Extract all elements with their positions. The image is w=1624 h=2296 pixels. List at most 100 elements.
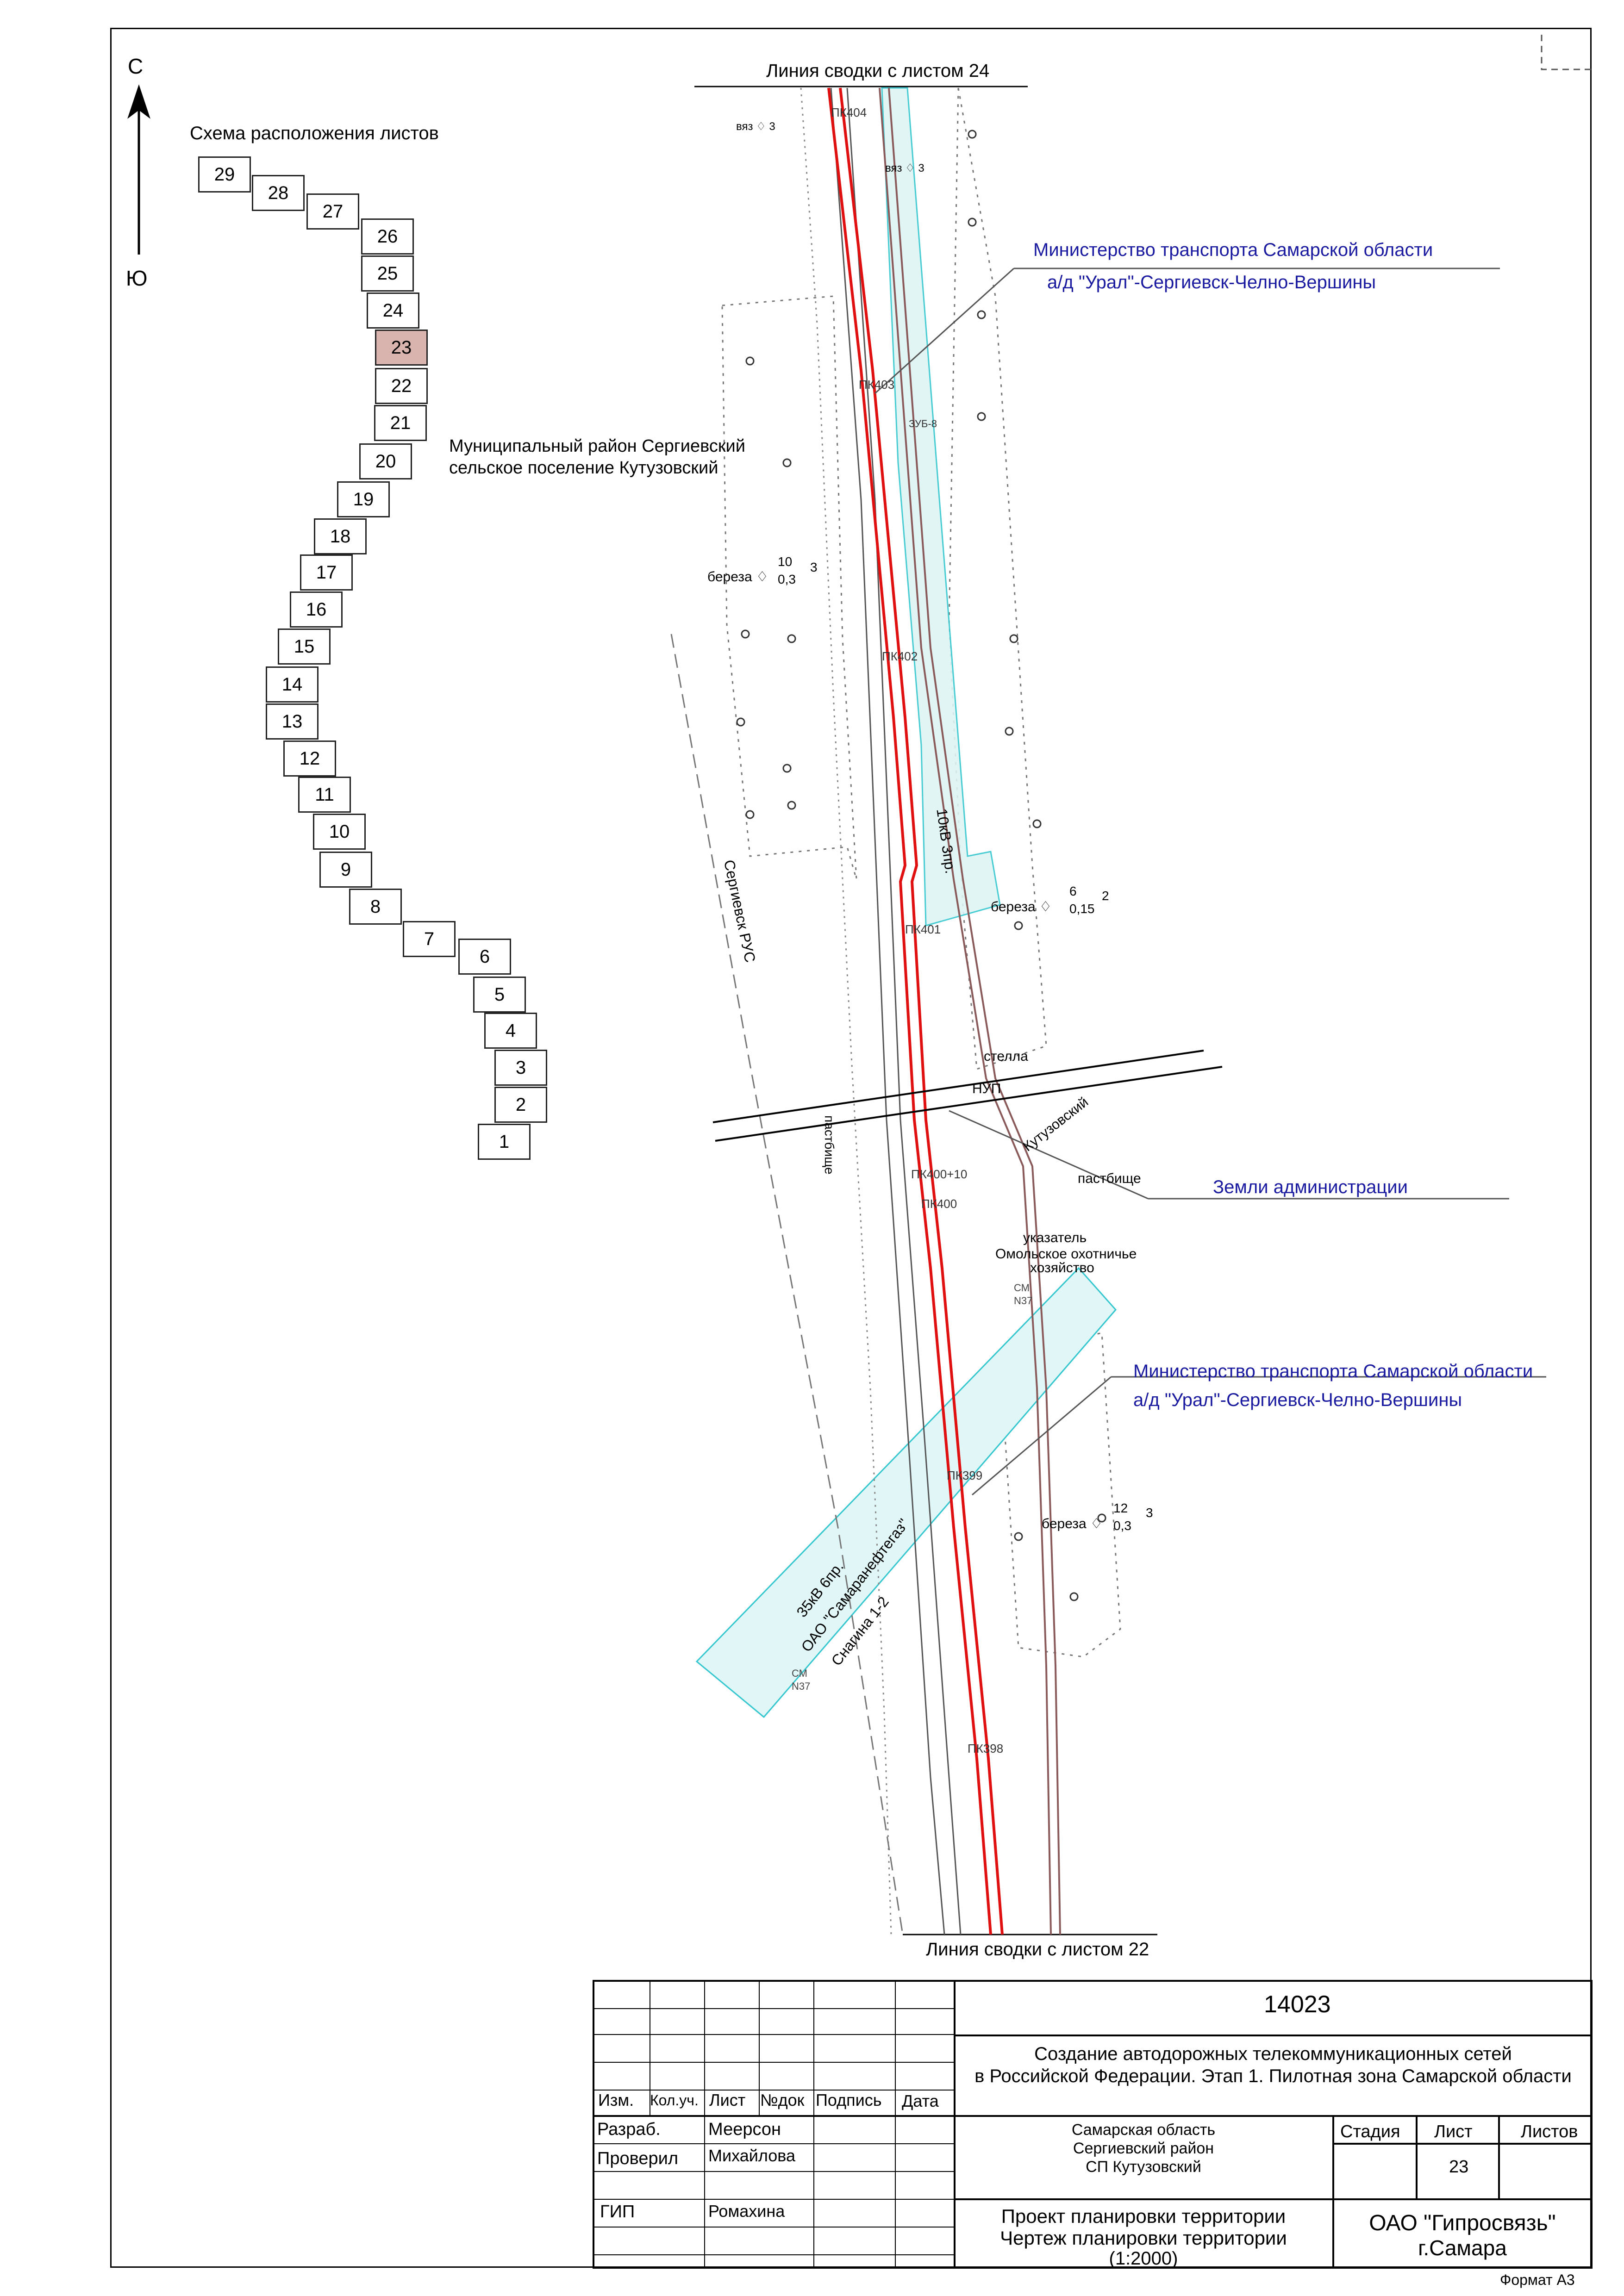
sheet-box-23: 23: [375, 330, 428, 366]
sheet-box-21: 21: [374, 405, 427, 441]
sm1-label-b: N37: [1014, 1295, 1033, 1307]
sheet-box-2: 2: [494, 1087, 547, 1123]
tb-location-line3: СП Кутузовский: [1086, 2158, 1201, 2176]
pk398-label: ПК398: [968, 1742, 1004, 1755]
tb-header-data: Дата: [902, 2091, 939, 2110]
admin-land-label: Земли администрации: [1213, 1177, 1408, 1197]
sheet-box-22: 22: [375, 368, 428, 404]
pk399-label: ПК399: [947, 1468, 983, 1482]
sheet-box-19: 19: [337, 481, 390, 517]
tree-bereza2-b: 0,15: [1069, 902, 1095, 916]
tb-project-line2: в Российской Федерации. Этап 1. Пилотная…: [974, 2066, 1572, 2086]
sheet-box-27: 27: [306, 193, 359, 230]
sm2-label-a: СМ: [792, 1668, 807, 1679]
owner-label-2a: Министерство транспорта Самарской област…: [1133, 1361, 1533, 1381]
existing-line: [879, 87, 1061, 1935]
sheet-box-8: 8: [349, 889, 402, 925]
compass-south-label: Ю: [126, 266, 148, 290]
sm2-label-b: N37: [792, 1680, 811, 1692]
tb-org-line1: ОАО "Гипросвязь": [1369, 2211, 1556, 2235]
tree-bereza3-c: 3: [1146, 1506, 1153, 1520]
tb-code: 14023: [1264, 1991, 1331, 2018]
tree-bereza1-a: 10: [778, 554, 793, 569]
municipal-label-2: сельское поселение Кутузовский: [449, 458, 718, 478]
sheet-box-5: 5: [473, 977, 526, 1013]
hunt-label-2: хозяйство: [1030, 1260, 1094, 1276]
stella-label: стелла: [984, 1049, 1028, 1064]
sheet-box-9: 9: [319, 852, 372, 888]
owner-label-1a: Министерство транспорта Самарской област…: [1033, 240, 1433, 260]
tree-bereza3-a: 12: [1113, 1501, 1128, 1515]
sheet-box-29: 29: [198, 156, 251, 193]
sheet-box-24: 24: [367, 292, 419, 329]
tb-doc-line3: (1:2000): [1109, 2248, 1178, 2269]
tb-razrab-label: Разраб.: [597, 2120, 661, 2139]
owner-label-1b: а/д "Урал"-Сергиевск-Челно-Вершины: [1047, 272, 1376, 292]
municipal-label-1: Муниципальный район Сергиевский: [449, 436, 745, 456]
tb-project-line1: Создание автодорожных телекоммуникационн…: [1034, 2044, 1512, 2064]
tree-vyaz2-label: вяз ♢ 3: [885, 162, 924, 174]
sheet-box-11: 11: [298, 777, 351, 813]
cross-road: [712, 1050, 1223, 1142]
tree-bereza1-c: 3: [810, 560, 818, 574]
tree-bereza2-label: береза ♢: [991, 899, 1052, 915]
tb-proveril-name: Михайлова: [708, 2146, 795, 2165]
tree-bereza1-label: береза ♢: [707, 569, 768, 585]
tb-header-list: Лист: [709, 2091, 746, 2109]
highway-edges: [800, 87, 962, 1935]
road-owner-zone-1: [881, 87, 1001, 927]
match-line-top-label: Линия сводки с листом 24: [766, 61, 990, 81]
sm1-label-a: СМ: [1014, 1282, 1030, 1294]
sheet-box-18: 18: [314, 518, 367, 554]
pk400-10-label: ПК400+10: [911, 1167, 968, 1181]
tree-bereza2-a: 6: [1069, 884, 1077, 898]
compass-north-label: С: [128, 54, 144, 78]
sheet-box-15: 15: [278, 628, 331, 665]
tb-gip-name: Ромахина: [708, 2202, 785, 2221]
north-arrow-icon: [127, 84, 150, 255]
power-line-zone: [695, 1267, 1117, 1718]
tree-bereza3-label: береза ♢: [1042, 1516, 1103, 1531]
tb-doc-line2: Чертеж планировки территории: [1000, 2227, 1287, 2249]
ukazatel-label: указатель: [1023, 1230, 1087, 1245]
tb-header-izm: Изм.: [598, 2091, 634, 2109]
owner-label-2b: а/д "Урал"-Сергиевск-Челно-Вершины: [1133, 1390, 1462, 1410]
tb-doc-line1: Проект планировки территории: [1001, 2205, 1286, 2227]
leader-lines: [874, 268, 1546, 1496]
sheet-box-16: 16: [290, 591, 343, 628]
scheme-title: Схема расположения листов: [190, 123, 439, 143]
tb-header-ndok: №док: [760, 2091, 805, 2109]
tb-org-line2: г.Самара: [1418, 2236, 1507, 2260]
sheet-box-28: 28: [252, 175, 305, 211]
tree-bereza1-b: 0,3: [778, 572, 796, 586]
sheet-box-1: 1: [478, 1124, 531, 1160]
tb-proveril-label: Проверил: [597, 2149, 679, 2168]
pk402-label: ПК402: [882, 649, 918, 663]
format-label: Формат А3: [1500, 2271, 1575, 2288]
tb-razrab-name: Меерсон: [708, 2120, 781, 2139]
sheet-box-4: 4: [484, 1013, 537, 1049]
pk404-label: ПК404: [831, 106, 867, 119]
match-line-bottom-label: Линия сводки с листом 22: [926, 1939, 1149, 1960]
tree-bereza3-b: 0,3: [1113, 1518, 1131, 1533]
sheet-box-10: 10: [313, 814, 366, 850]
tb-header-kolych: Кол.уч.: [650, 2092, 699, 2109]
tb-header-podpis: Подпись: [816, 2091, 882, 2109]
tb-sheet-label: Лист: [1434, 2122, 1473, 2141]
tree-markers: [736, 130, 1106, 1601]
sheet-box-7: 7: [403, 921, 456, 957]
sheet-box-17: 17: [300, 554, 353, 591]
sheet-box-20: 20: [359, 443, 412, 479]
sheet-box-12: 12: [283, 740, 336, 777]
tb-stage-label: Стадия: [1340, 2122, 1400, 2141]
sheet-box-26: 26: [361, 218, 414, 255]
sheet-box-6: 6: [458, 939, 511, 975]
tree-vyaz-label: вяз ♢ 3: [736, 120, 775, 133]
sheet-box-3: 3: [494, 1050, 547, 1086]
zub-label: ЗУБ-8: [909, 418, 937, 429]
tb-sheets-label: Листов: [1521, 2122, 1578, 2141]
pk401-label: ПК401: [905, 922, 941, 936]
pastbishe-label-2: пастбище: [1078, 1171, 1141, 1186]
